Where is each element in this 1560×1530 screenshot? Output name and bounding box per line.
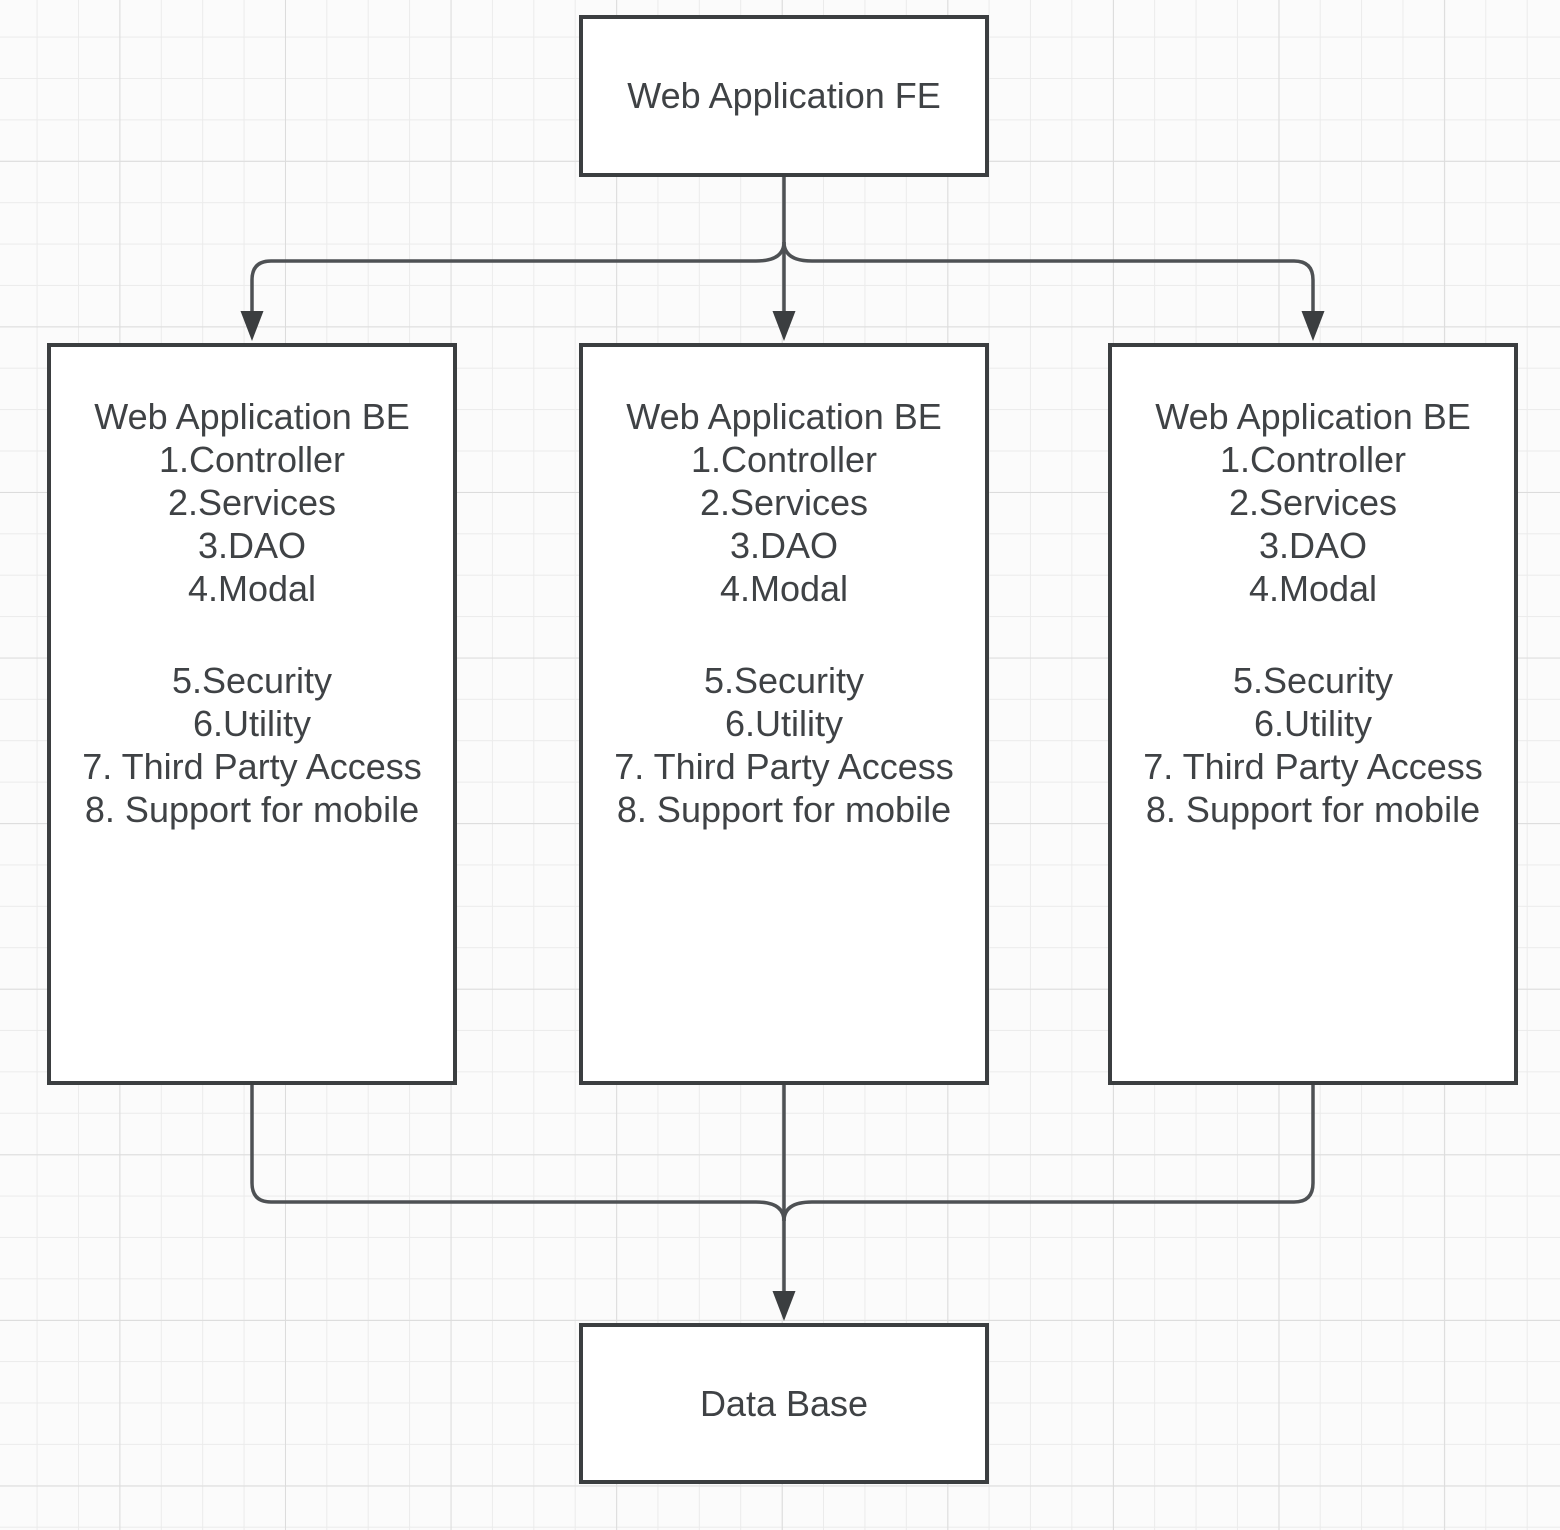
be-list-line: 6.Utility <box>192 703 312 744</box>
be-list-line: 8. Support for mobile <box>1145 789 1481 830</box>
be-list-line <box>1112 610 1514 659</box>
be-list-line: 4.Modal <box>1248 568 1378 609</box>
be-list-line: 3.DAO <box>1258 525 1368 566</box>
node-title: Data Base <box>699 1382 869 1424</box>
be-list-line: 2.Services <box>1228 482 1398 523</box>
be-list-line: 2.Services <box>699 482 869 523</box>
be-list-line: 1.Controller <box>158 439 346 480</box>
be-list-line: 1.Controller <box>690 439 878 480</box>
be-list-line: 1.Controller <box>1219 439 1407 480</box>
be-list-line: 5.Security <box>703 660 865 701</box>
connector-fe-to-be-left[interactable] <box>240 241 786 341</box>
be-list-line: 3.DAO <box>729 525 839 566</box>
connector-be-right-to-db[interactable] <box>782 1085 1315 1222</box>
be-list-line: 8. Support for mobile <box>84 789 420 830</box>
be-list-line <box>583 610 985 659</box>
node-web-application-fe[interactable]: Web Application FE <box>579 15 989 177</box>
connector-be-left-to-db[interactable] <box>250 1085 786 1222</box>
be-list-line: 5.Security <box>171 660 333 701</box>
be-list-line: 7. Third Party Access <box>1143 746 1483 787</box>
node-title: Web Application BE <box>94 396 410 437</box>
connector-fe-to-be-middle[interactable] <box>772 177 796 341</box>
be-list-line <box>51 610 453 659</box>
node-title: Web Application BE <box>1155 396 1471 437</box>
be-list-line: 3.DAO <box>197 525 307 566</box>
connector-fe-to-be-right[interactable] <box>782 241 1325 341</box>
be-list-line: 6.Utility <box>1253 703 1373 744</box>
be-list-line: 2.Services <box>167 482 337 523</box>
be-list-line: 4.Modal <box>187 568 317 609</box>
be-list-line: 4.Modal <box>719 568 849 609</box>
be-list-line: 8. Support for mobile <box>616 789 952 830</box>
be-list-line: 7. Third Party Access <box>82 746 422 787</box>
be-list-line: 5.Security <box>1232 660 1394 701</box>
connector-be-middle-to-db[interactable] <box>772 1085 796 1321</box>
node-title: Web Application FE <box>627 75 941 116</box>
be-list-line: 7. Third Party Access <box>614 746 954 787</box>
node-title: Web Application BE <box>626 396 942 437</box>
be-list-line: 6.Utility <box>724 703 844 744</box>
node-data-base[interactable]: Data Base <box>579 1323 989 1484</box>
